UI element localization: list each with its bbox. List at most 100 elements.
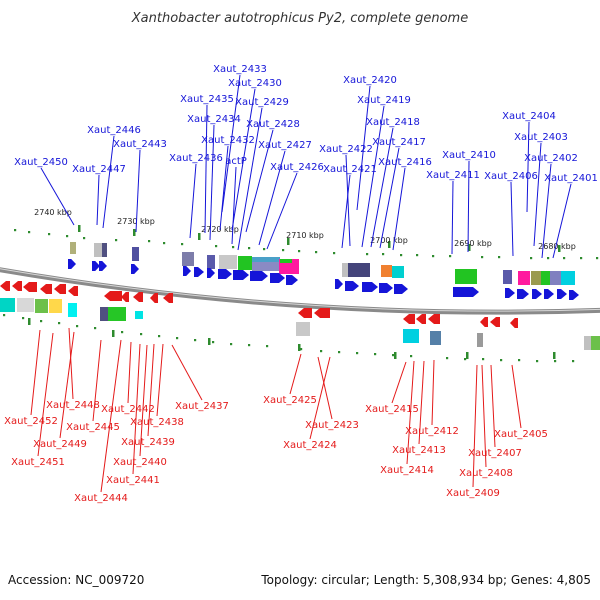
kbp-major-tick bbox=[28, 318, 31, 325]
kbp-major-tick bbox=[558, 245, 561, 252]
kbp-dot bbox=[194, 339, 197, 342]
kbp-label: 2680 kbp bbox=[538, 242, 576, 251]
gene-label-xaut-2408: Xaut_2408 bbox=[459, 468, 513, 479]
feature-box bbox=[455, 269, 477, 284]
gene-arrow-reverse bbox=[23, 282, 37, 292]
gene-label-xaut-2409: Xaut_2409 bbox=[446, 488, 500, 499]
gene-label-xaut-2451: Xaut_2451 bbox=[11, 457, 65, 468]
gene-arrow-forward bbox=[131, 264, 139, 274]
kbp-dot bbox=[410, 355, 413, 358]
kbp-dot bbox=[148, 240, 151, 243]
gene-leader-line bbox=[552, 183, 572, 259]
kbp-dot bbox=[232, 246, 235, 249]
feature-box bbox=[35, 299, 48, 313]
kbp-dot bbox=[181, 243, 184, 246]
gene-label-xaut-2403: Xaut_2403 bbox=[514, 132, 568, 143]
kbp-dot bbox=[66, 235, 69, 238]
gene-arrow-forward bbox=[68, 259, 76, 269]
gene-label-xaut-2415: Xaut_2415 bbox=[365, 404, 419, 415]
gene-leader-line bbox=[231, 166, 237, 245]
gene-arrow-reverse bbox=[428, 314, 440, 324]
gene-leader-line bbox=[481, 364, 487, 468]
feature-box bbox=[252, 257, 280, 262]
kbp-dot bbox=[580, 257, 583, 260]
kbp-dot bbox=[547, 257, 550, 260]
gene-leader-line bbox=[258, 150, 286, 246]
gene-leader-line bbox=[490, 364, 496, 448]
gene-arrow-forward bbox=[345, 281, 359, 291]
feature-box bbox=[68, 303, 77, 317]
feature-box bbox=[135, 311, 143, 319]
gene-arrow-forward bbox=[532, 289, 542, 299]
gene-leader-line bbox=[30, 329, 41, 416]
gene-arrow-forward bbox=[453, 287, 479, 297]
gene-label-xaut-2414: Xaut_2414 bbox=[380, 465, 434, 476]
gene-label-xaut-2441: Xaut_2441 bbox=[106, 475, 160, 486]
kbp-major-tick bbox=[298, 344, 301, 351]
kbp-major-tick bbox=[466, 352, 469, 359]
gene-label-xaut-2430: Xaut_2430 bbox=[228, 78, 282, 89]
feature-box bbox=[108, 307, 126, 321]
kbp-label: 2730 kbp bbox=[117, 217, 155, 226]
gene-leader-line bbox=[231, 88, 256, 231]
gene-leader-line bbox=[156, 343, 164, 417]
feature-box bbox=[182, 252, 194, 266]
feature-box bbox=[49, 299, 62, 313]
gene-leader-line bbox=[317, 356, 333, 420]
feature-box bbox=[518, 271, 530, 285]
gene-label-xaut-2426: Xaut_2426 bbox=[270, 162, 324, 173]
gene-label-actp: actP bbox=[225, 156, 247, 167]
kbp-dot bbox=[248, 247, 251, 250]
gene-arrow-reverse bbox=[163, 293, 173, 303]
gene-label-xaut-2427: Xaut_2427 bbox=[258, 140, 312, 151]
gene-label-xaut-2423: Xaut_2423 bbox=[305, 420, 359, 431]
gene-arrow-reverse bbox=[480, 317, 488, 327]
gene-label-xaut-2450: Xaut_2450 bbox=[14, 157, 68, 168]
gene-arrow-forward bbox=[394, 284, 408, 294]
kbp-dot bbox=[22, 317, 25, 320]
gene-leader-line bbox=[96, 174, 100, 226]
feature-box bbox=[477, 333, 483, 347]
kbp-major-tick bbox=[133, 229, 136, 236]
gene-label-xaut-2433: Xaut_2433 bbox=[213, 64, 267, 75]
gene-label-xaut-2442: Xaut_2442 bbox=[101, 404, 155, 415]
gene-label-xaut-2416: Xaut_2416 bbox=[378, 157, 432, 168]
feature-box bbox=[94, 243, 102, 257]
feature-box bbox=[70, 242, 76, 254]
kbp-major-tick bbox=[388, 241, 391, 248]
feature-box bbox=[541, 271, 550, 285]
kbp-major-tick bbox=[112, 330, 115, 337]
kbp-dot bbox=[315, 251, 318, 254]
gene-leader-line bbox=[467, 160, 470, 253]
gene-leader-line bbox=[37, 332, 54, 457]
kbp-dot bbox=[298, 250, 301, 253]
gene-label-xaut-2402: Xaut_2402 bbox=[524, 153, 578, 164]
gene-arrow-forward bbox=[505, 288, 515, 298]
gene-label-xaut-2420: Xaut_2420 bbox=[343, 75, 397, 86]
gene-label-xaut-2422: Xaut_2422 bbox=[319, 144, 373, 155]
kbp-dot bbox=[94, 327, 97, 330]
gene-arrow-reverse bbox=[490, 317, 500, 327]
gene-leader-line bbox=[266, 172, 298, 250]
gene-arrow-reverse bbox=[104, 291, 122, 301]
kbp-dot bbox=[48, 233, 51, 236]
gene-label-xaut-2434: Xaut_2434 bbox=[187, 114, 241, 125]
feature-box bbox=[531, 271, 541, 285]
kbp-dot bbox=[382, 253, 385, 256]
gene-label-xaut-2413: Xaut_2413 bbox=[392, 445, 446, 456]
genome-backbone bbox=[0, 267, 600, 315]
kbp-major-tick bbox=[208, 338, 211, 345]
kbp-dot bbox=[356, 352, 359, 355]
feature-box bbox=[100, 307, 108, 321]
feature-box bbox=[238, 256, 252, 270]
feature-box bbox=[296, 322, 310, 336]
forward-gene-arrows bbox=[68, 259, 579, 300]
kbp-dot bbox=[518, 359, 521, 362]
gene-label-xaut-2432: Xaut_2432 bbox=[201, 135, 255, 146]
kbp-label: 2700 kbp bbox=[370, 236, 408, 245]
gene-arrow-forward bbox=[286, 275, 298, 285]
gene-arrow-forward bbox=[99, 261, 107, 271]
kbp-dot bbox=[320, 350, 323, 353]
kbp-major-tick bbox=[287, 238, 290, 245]
gene-arrow-reverse bbox=[121, 292, 129, 302]
